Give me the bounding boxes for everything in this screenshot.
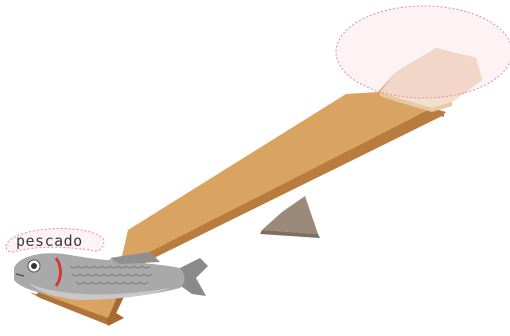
fish-icon xyxy=(14,252,208,300)
seesaw-pivot xyxy=(260,196,320,238)
highlight-ring-right xyxy=(336,6,510,98)
fish-label: pescado xyxy=(16,232,83,250)
fish-label-bubble: pescado xyxy=(6,229,104,252)
